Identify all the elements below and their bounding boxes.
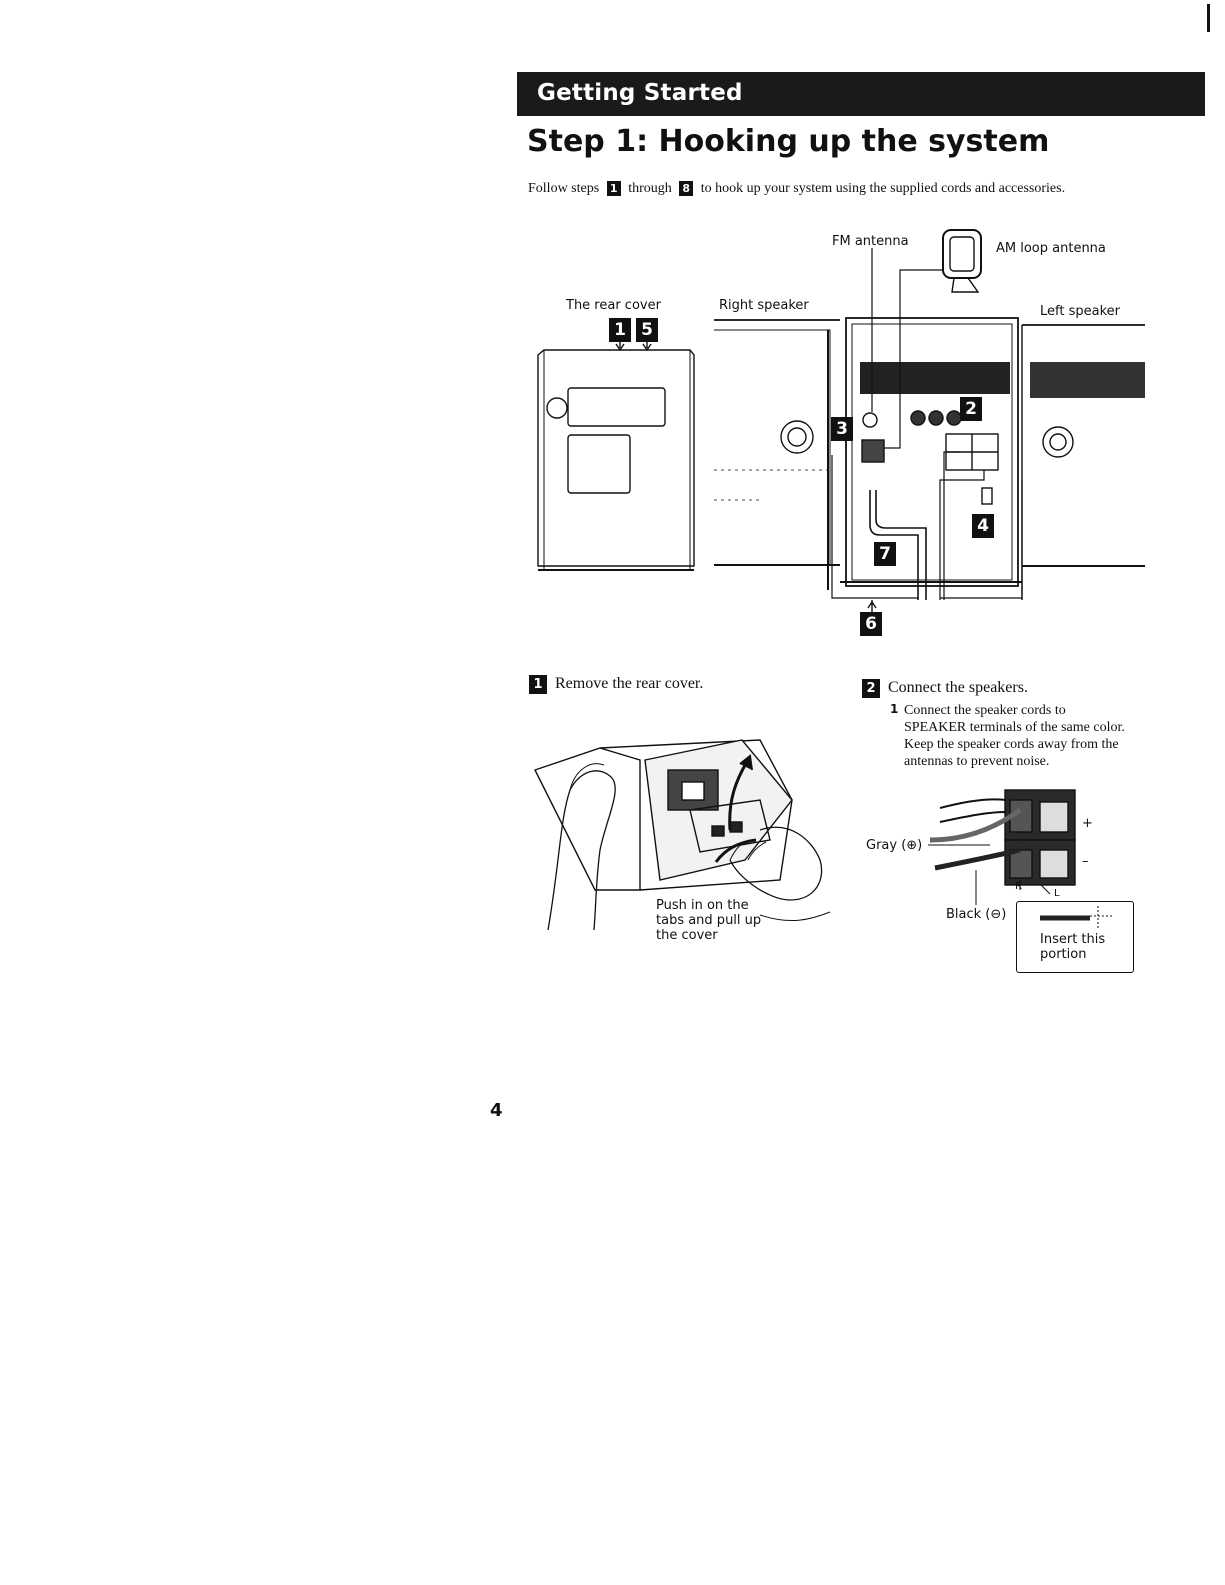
intro-text-before: Follow steps	[528, 181, 600, 196]
step-2-heading: 2 Connect the speakers.	[862, 679, 1028, 698]
insert-portion-box	[1016, 901, 1134, 973]
callout-line-1: Push in on the	[656, 898, 749, 913]
fm-antenna-label: FM antenna	[832, 234, 909, 249]
substep-line-2: SPEAKER terminals of the same color.	[904, 720, 1125, 735]
figure-step-badge-5: 5	[636, 318, 658, 342]
figure-step-badge-7: 7	[874, 542, 896, 566]
step-2-title: Connect the speakers.	[888, 679, 1028, 697]
step-1-number: 1	[529, 675, 547, 694]
rear-cover-label: The rear cover	[566, 298, 661, 313]
intro-first-step-number: 1	[606, 181, 621, 197]
insert-line-1: Insert this	[1040, 932, 1106, 947]
minus-terminal-label: –	[1082, 854, 1089, 869]
intro-last-step-number: 8	[679, 181, 694, 197]
callout-line-3: the cover	[656, 928, 718, 943]
intro-text-after: to hook up your system using the supplie…	[700, 181, 1066, 196]
substep-line-4: antennas to prevent noise.	[904, 754, 1050, 769]
section-header-bar: Getting Started	[517, 72, 1205, 116]
figure-step-badge-2: 2	[960, 397, 982, 421]
step-2-number: 2	[862, 679, 880, 698]
page-title: Step 1: Hooking up the system	[527, 124, 1050, 159]
substep-line-3: Keep the speaker cords away from the	[904, 737, 1119, 752]
remove-cover-illustration	[534, 739, 831, 931]
left-channel-label: L	[1054, 888, 1060, 899]
figure-step-badge-1: 1	[609, 318, 631, 342]
section-title: Getting Started	[537, 80, 743, 106]
crop-mark	[1207, 4, 1210, 32]
step-1-title: Remove the rear cover.	[555, 675, 704, 693]
step-1-heading: 1 Remove the rear cover.	[529, 675, 703, 694]
intro-text-middle: through	[628, 181, 672, 196]
am-loop-antenna-label: AM loop antenna	[996, 241, 1106, 256]
page-number: 4	[490, 1100, 503, 1121]
right-channel-label: R	[1015, 881, 1022, 892]
insert-line-2: portion	[1040, 947, 1087, 962]
substep-number: 1	[890, 702, 899, 716]
substep-line-1: Connect the speaker cords to	[904, 703, 1066, 718]
remove-cover-callout: Push in on the tabs and pull up the cove…	[656, 898, 761, 943]
step-2-substep-1: 1 Connect the speaker cords to SPEAKER t…	[890, 702, 1165, 770]
figure-step-badge-3: 3	[831, 417, 853, 441]
figure-step-badge-6: 6	[860, 612, 882, 636]
plus-terminal-label: +	[1082, 816, 1093, 831]
hookup-illustration	[537, 229, 1145, 612]
black-terminal-label: Black (⊖)	[946, 907, 1007, 922]
intro-text: Follow steps 1 through 8 to hook up your…	[528, 181, 1178, 197]
figure-step-badge-4: 4	[972, 514, 994, 538]
callout-line-2: tabs and pull up	[656, 913, 762, 928]
left-speaker-label: Left speaker	[1040, 304, 1120, 319]
speaker-terminal-illustration	[928, 789, 1112, 928]
insert-portion-label: Insert this portion	[1040, 932, 1105, 962]
right-speaker-label: Right speaker	[719, 298, 809, 313]
gray-terminal-label: Gray (⊕)	[866, 838, 923, 853]
